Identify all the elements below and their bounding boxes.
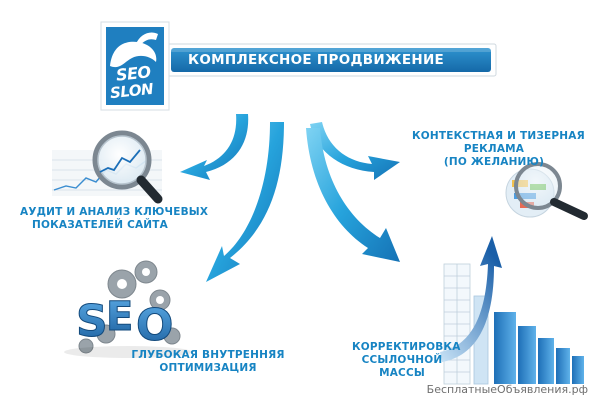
arrow-to-optimization-icon	[206, 122, 284, 282]
label-optimization: ГЛУБОКАЯ ВНУТРЕННЯЯ ОПТИМИЗАЦИЯ	[130, 349, 286, 375]
arrow-to-links-icon	[306, 128, 400, 262]
label-audit: АУДИТ И АНАЛИЗ КЛЮЧЕВЫХ ПОКАЗАТЕЛЕЙ САЙТ…	[20, 206, 209, 232]
label-links: КОРРЕКТИРОВКА ССЫЛОЧНОЙ МАССЫ	[352, 341, 461, 380]
svg-text:O: O	[136, 300, 173, 351]
banner	[165, 43, 497, 77]
label-optimization-line-1: ГЛУБОКАЯ ВНУТРЕННЯЯ	[131, 349, 285, 361]
label-links-line-2: ССЫЛОЧНОЙ	[361, 354, 443, 366]
label-context-line-2: РЕКЛАМА	[463, 143, 525, 155]
seo-gears-icon: S E O	[64, 260, 192, 358]
growth-chart-icon	[440, 236, 584, 385]
arrows	[180, 114, 400, 282]
arrow-to-context-icon	[310, 122, 400, 180]
label-optimization-line-2: ОПТИМИЗАЦИЯ	[159, 362, 257, 374]
magnifier-chart-icon	[52, 130, 163, 204]
label-links-line-1: КОРРЕКТИРОВКА	[352, 341, 461, 353]
label-audit-line-2: ПОКАЗАТЕЛЕЙ САЙТА	[32, 219, 168, 231]
banner-title: КОМПЛЕКСНОЕ ПРОДВИЖЕНИЕ	[188, 52, 445, 68]
svg-text:E: E	[106, 294, 133, 340]
label-audit-line-1: АУДИТ И АНАЛИЗ КЛЮЧЕВЫХ	[20, 206, 209, 218]
watermark: БесплатныеОбъявления.рф	[426, 383, 588, 396]
label-context-line-3: (ПО ЖЕЛАНИЮ)	[443, 156, 545, 168]
label-context: КОНТЕКСТНАЯ И ТИЗЕРНАЯ РЕКЛАМА (ПО ЖЕЛАН…	[412, 130, 585, 169]
svg-text:S: S	[76, 296, 108, 347]
label-links-line-3: МАССЫ	[379, 367, 425, 379]
magnifier-globe-icon	[505, 162, 588, 220]
seo-slon-logo-icon	[100, 21, 170, 111]
arrow-to-audit-icon	[180, 114, 249, 180]
seo-letters-icon: S E O	[76, 294, 174, 352]
label-context-line-1: КОНТЕКСТНАЯ И ТИЗЕРНАЯ	[412, 130, 585, 142]
